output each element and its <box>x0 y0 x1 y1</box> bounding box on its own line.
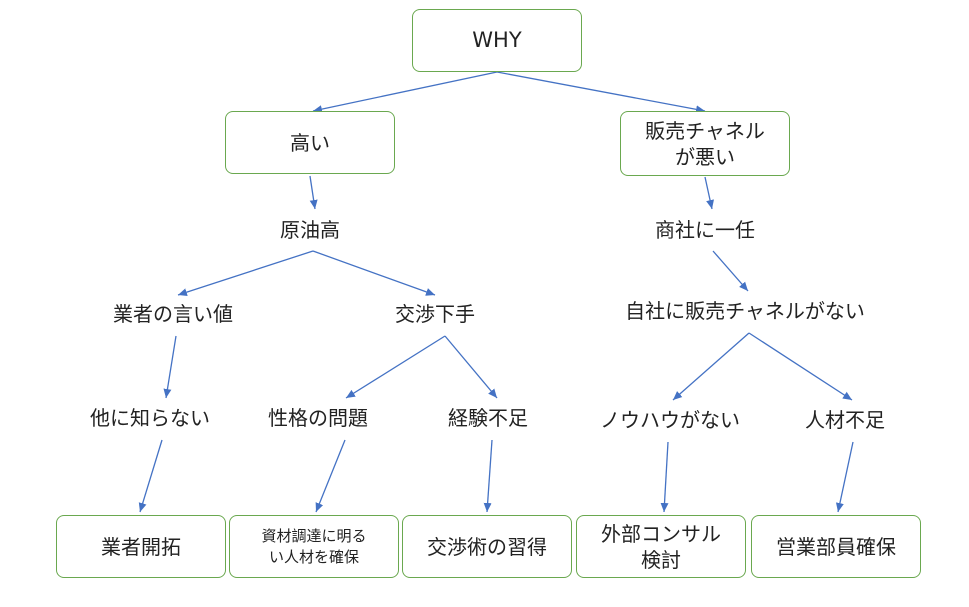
arrow-why-to-hanbai <box>496 71 706 114</box>
node-nouhau: ノウハウがない <box>600 408 740 432</box>
node-hanbai: 販売チャネル が悪い <box>620 111 790 176</box>
node-shizai: 資材調達に明る い人材を確保 <box>229 515 399 578</box>
arrow-shosha-to-jisha <box>712 250 749 292</box>
node-why: WHY <box>412 9 582 72</box>
arrow-genyu-to-gyosha <box>177 250 314 297</box>
arrow-jisha-to-nouhau <box>672 332 750 401</box>
arrow-genyu-to-kosho <box>312 250 436 296</box>
arrow-takai-to-genyu <box>309 175 318 210</box>
node-eigyo: 営業部員確保 <box>751 515 921 578</box>
node-gyosha: 業者の言い値 <box>113 302 233 326</box>
arrow-keiken-to-shutoku <box>483 439 493 513</box>
node-shutoku: 交渉術の習得 <box>402 515 572 578</box>
node-kosho: 交渉下手 <box>395 302 475 326</box>
node-seikaku: 性格の問題 <box>268 406 368 430</box>
arrow-nouhau-to-gaibu <box>660 441 669 513</box>
arrow-kosho-to-keiken <box>444 335 498 399</box>
arrow-jinzai-to-eigyo <box>835 441 854 513</box>
arrow-why-to-takai <box>312 71 498 114</box>
arrow-hoka-to-kaitaku <box>138 439 163 513</box>
arrow-seikaku-to-shizai <box>315 439 346 513</box>
arrow-hanbai-to-shosha <box>704 176 714 210</box>
arrow-gyosha-to-hoka <box>163 335 177 399</box>
arrow-jisha-to-jinzai <box>748 332 853 401</box>
node-hoka: 他に知らない <box>90 406 210 430</box>
node-gaibu: 外部コンサル 検討 <box>576 515 746 578</box>
arrow-kosho-to-seikaku <box>345 335 446 399</box>
node-kaitaku: 業者開拓 <box>56 515 226 578</box>
node-shosha: 商社に一任 <box>655 218 755 242</box>
node-jinzai: 人材不足 <box>805 408 885 432</box>
node-keiken: 経験不足 <box>448 406 528 430</box>
node-genyu: 原油高 <box>280 218 340 242</box>
node-takai: 高い <box>225 111 395 174</box>
node-jisha: 自社に販売チャネルがない <box>625 299 865 323</box>
